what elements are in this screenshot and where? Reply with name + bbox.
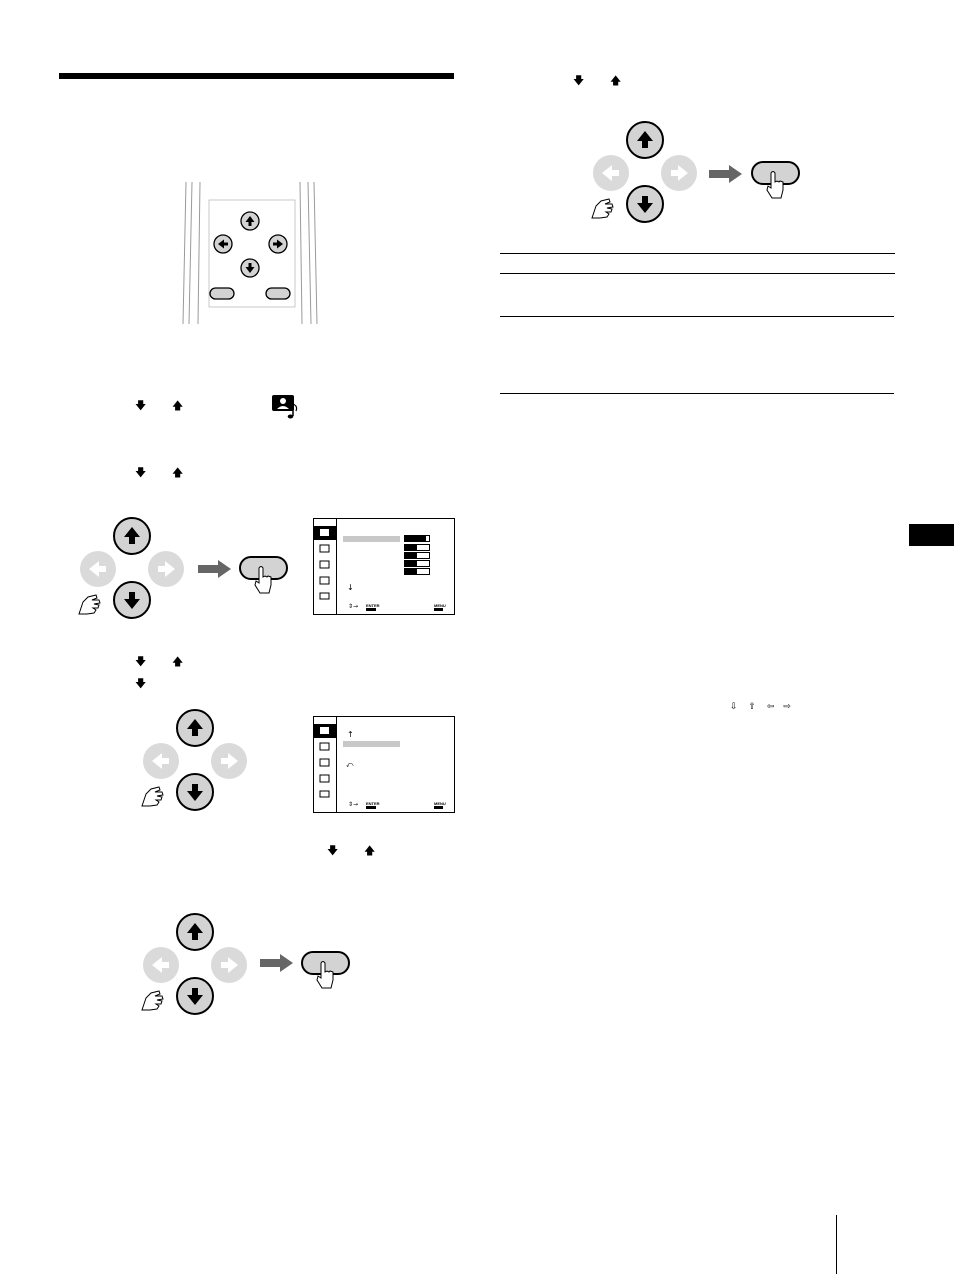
table-rule	[500, 316, 894, 317]
table-rule-bottom	[500, 393, 894, 394]
osd-menu-label: MENU	[434, 603, 446, 608]
pointing-hand-icon	[78, 594, 101, 615]
osd-enter-hint: ENTER	[366, 603, 380, 611]
dpad-down-button	[176, 773, 214, 811]
dpad-right-button-faded	[211, 743, 247, 779]
outlined-arrow-row: ⇩ ⇧ ⇦ ⇨	[730, 702, 791, 712]
osd-menu-screen-1: ↓ ⇕→ ENTER MENU	[313, 518, 455, 615]
outlined-right-arrow-icon: ⇨	[783, 702, 791, 712]
remote-enter-button	[209, 287, 235, 300]
osd-tab-column	[314, 519, 337, 614]
dpad-diagram-4	[591, 121, 697, 223]
remote-body	[182, 181, 318, 325]
remote-left-button	[213, 234, 233, 254]
dpad-diagram-1	[78, 517, 184, 619]
osd-nav-hint-icon: ⇕→	[348, 801, 359, 808]
table-rule-top	[500, 253, 895, 254]
gray-right-arrow-icon	[198, 560, 231, 578]
up-arrow-icon: 🡅	[364, 844, 376, 857]
osd-menu-screen-2: ↑ ⤺ ⇕→ ENTER MENU	[313, 716, 455, 813]
chapter-tab	[909, 524, 954, 546]
up-arrow-icon: 🡅	[172, 466, 184, 479]
dpad-left-button-faded	[143, 743, 179, 779]
down-arrow-icon: 🡇	[135, 655, 147, 668]
dpad-left-button-faded	[143, 947, 179, 983]
osd-return-icon: ⤺	[346, 761, 354, 769]
enter-button-press-illustration	[301, 951, 350, 989]
osd-level-bar	[404, 552, 430, 559]
remote-down-button	[240, 258, 260, 278]
remote-menu-button	[265, 287, 291, 300]
up-arrow-icon: 🡅	[172, 399, 184, 412]
dpad-left-button-faded	[593, 155, 629, 191]
dpad-down-button	[626, 185, 664, 223]
enter-button-press-illustration	[239, 556, 288, 594]
enter-button-press-illustration	[751, 161, 800, 199]
dpad-right-button-faded	[661, 155, 697, 191]
osd-enter-label: ENTER	[366, 801, 380, 806]
dpad-up-button	[176, 913, 214, 951]
section-header-rule	[59, 73, 454, 79]
down-arrow-icon: 🡇	[327, 844, 339, 857]
dpad-up-button	[176, 709, 214, 747]
gray-right-arrow-icon	[709, 165, 742, 183]
dpad-diagram-2	[141, 709, 247, 811]
pointing-hand-icon	[141, 990, 164, 1011]
outlined-down-arrow-icon: ⇩	[730, 702, 738, 712]
down-arrow-icon: 🡇	[135, 466, 147, 479]
osd-level-bar	[404, 544, 430, 551]
osd-more-down-icon: ↓	[347, 583, 354, 592]
up-arrow-icon: 🡅	[610, 74, 622, 87]
osd-tab-icons	[319, 529, 330, 600]
osd-selected-row-highlight	[343, 536, 400, 542]
osd-menu-hint: MENU	[434, 603, 446, 611]
down-arrow-icon: 🡇	[135, 399, 147, 412]
dpad-right-button-faded	[148, 551, 184, 587]
remote-right-button	[268, 234, 288, 254]
osd-level-bar	[404, 560, 430, 567]
down-arrow-icon: 🡇	[135, 677, 147, 690]
osd-tab-icons	[319, 727, 330, 798]
osd-level-bars	[404, 535, 430, 575]
osd-enter-hint: ENTER	[366, 801, 380, 809]
osd-enter-label: ENTER	[366, 603, 380, 608]
osd-selected-row-highlight	[343, 741, 400, 747]
dpad-diagram-3	[141, 913, 247, 1015]
gray-right-arrow-icon	[260, 954, 293, 972]
osd-nav-hint-icon: ⇕→	[348, 603, 359, 610]
dpad-right-button-faded	[211, 947, 247, 983]
outlined-left-arrow-icon: ⇦	[766, 702, 775, 712]
osd-more-up-icon: ↑	[347, 730, 354, 739]
outlined-up-arrow-icon: ⇧	[748, 702, 756, 712]
dpad-left-button-faded	[80, 551, 116, 587]
up-arrow-icon: 🡅	[172, 655, 184, 668]
table-rule	[500, 273, 895, 274]
dpad-down-button	[176, 977, 214, 1015]
osd-level-bar	[404, 535, 430, 542]
remote-control-illustration	[182, 181, 318, 325]
down-arrow-icon: 🡇	[573, 74, 585, 87]
osd-tab-column	[314, 717, 337, 812]
dpad-down-button	[113, 581, 151, 619]
osd-menu-hint: MENU	[434, 801, 446, 809]
page-footer-rule	[836, 1215, 837, 1274]
picture-sound-menu-icon	[272, 395, 298, 419]
pointing-hand-icon	[591, 198, 614, 219]
dpad-up-button	[113, 517, 151, 555]
osd-menu-label: MENU	[434, 801, 446, 806]
remote-up-button	[240, 211, 260, 231]
pointing-hand-icon	[141, 786, 164, 807]
dpad-up-button	[626, 121, 664, 159]
osd-level-bar	[404, 568, 430, 575]
